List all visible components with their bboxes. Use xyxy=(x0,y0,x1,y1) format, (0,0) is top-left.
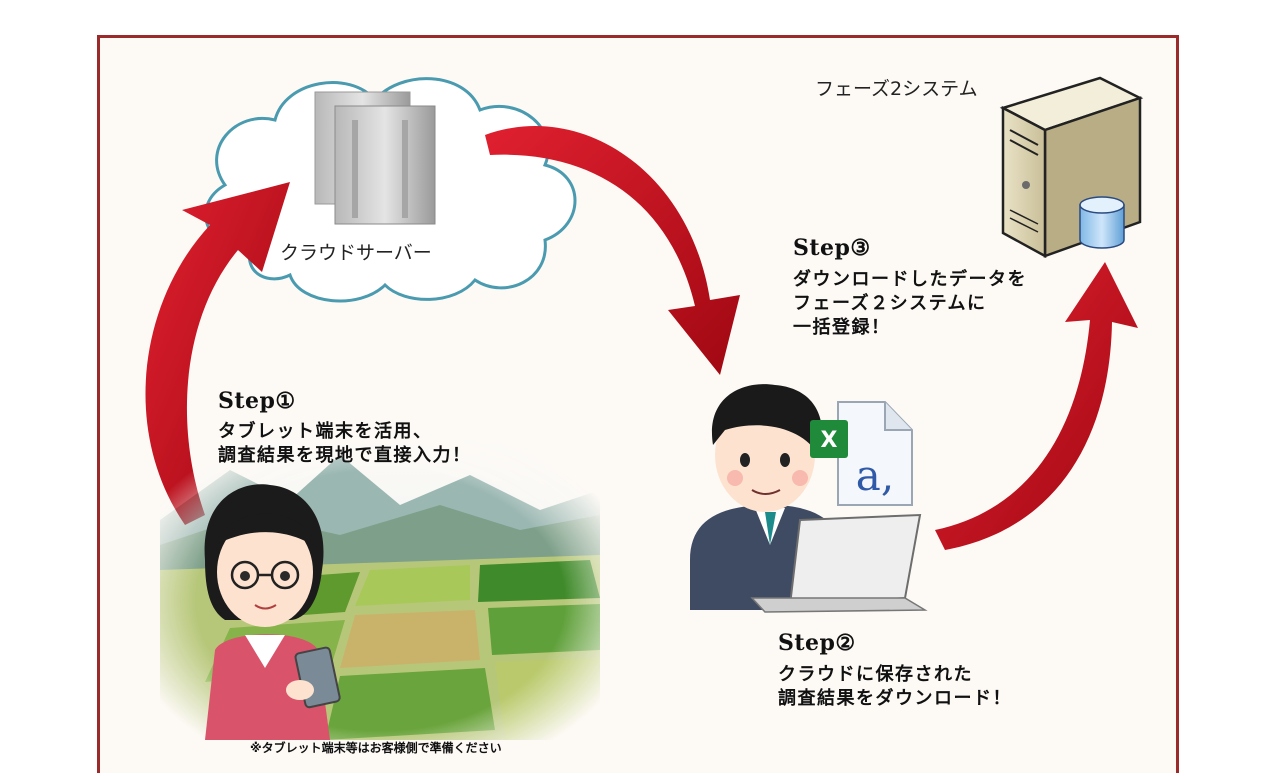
excel-file-icon: X a, xyxy=(810,401,913,506)
phase2-system-label: フェーズ2システム xyxy=(815,78,978,100)
step1-line-2: 調査結果を現地で直接入力！ xyxy=(218,445,472,466)
phase2-server-icon xyxy=(999,76,1144,259)
step1-title: Step① xyxy=(218,388,296,414)
step2-title: Step② xyxy=(778,630,856,656)
step3-description: ダウンロードしたデータを フェーズ２システムに 一括登録！ xyxy=(793,268,1027,340)
download-arrow-icon xyxy=(485,126,740,375)
step2-line-1: クラウドに保存された xyxy=(778,664,973,685)
step3-line-3: 一括登録！ xyxy=(793,317,891,338)
step1-line-1: タブレット端末を活用、 xyxy=(218,421,433,442)
server-rack-icon xyxy=(314,91,436,225)
office-worker-illustration xyxy=(690,384,928,613)
upload-arrow-icon xyxy=(145,182,290,525)
cloud-server-label: クラウドサーバー xyxy=(280,242,432,264)
svg-text:X: X xyxy=(821,428,838,453)
step2-line-2: 調査結果をダウンロード！ xyxy=(778,688,1012,709)
register-arrow-icon xyxy=(935,262,1138,550)
field-worker-illustration xyxy=(204,484,341,740)
tablet-note: ※タブレット端末等はお客様側で準備ください xyxy=(250,741,502,755)
svg-text:a,: a, xyxy=(856,451,894,500)
step3-title: Step③ xyxy=(793,235,871,261)
step3-line-1: ダウンロードしたデータを xyxy=(793,269,1027,290)
step2-description: クラウドに保存された 調査結果をダウンロード！ xyxy=(778,663,1012,711)
step3-line-2: フェーズ２システムに xyxy=(793,293,987,314)
step1-description: タブレット端末を活用、 調査結果を現地で直接入力！ xyxy=(218,420,472,468)
